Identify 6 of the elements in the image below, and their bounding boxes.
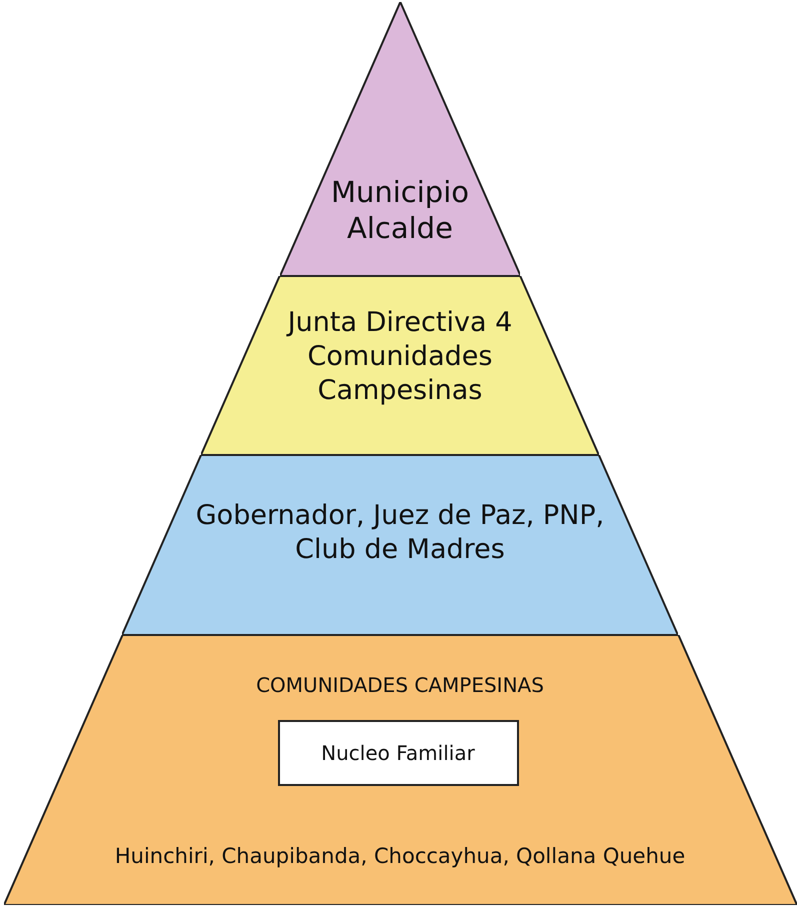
tier-label: Junta Directiva 4 Comunidades Campesinas [285, 306, 514, 408]
tier-label: Gobernador, Juez de Paz, PNP, Club de Madres [194, 499, 606, 566]
tier-caption: Huinchiri, Chaupibanda, Choccayhua, Qollana Quehue [114, 843, 686, 870]
tier-label: COMUNIDADES CAMPESINAS [255, 673, 545, 698]
tier-label: Municipio Alcalde [330, 174, 470, 246]
label-box: Nucleo Familiar [278, 720, 518, 786]
